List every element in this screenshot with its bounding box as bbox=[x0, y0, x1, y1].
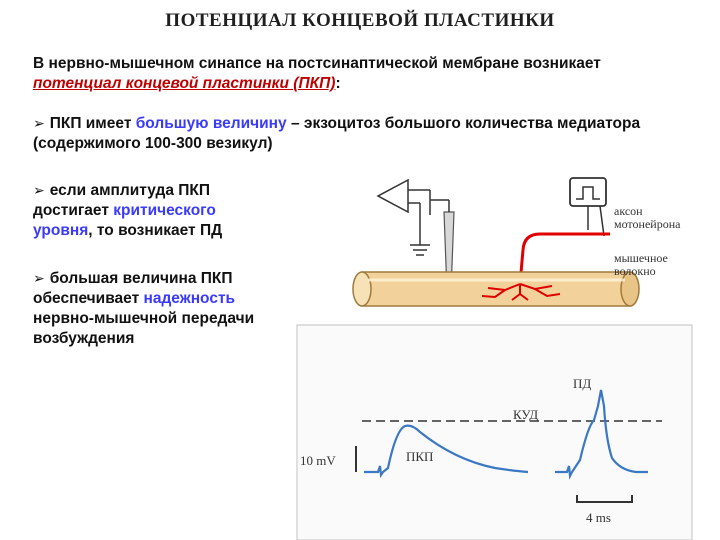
scale-ms-label: 4 ms bbox=[586, 510, 611, 525]
bullet-1-post: – экзоцитоз большого количества медиатор… bbox=[33, 115, 641, 152]
bullet-1-pre: ПКП имеет bbox=[49, 115, 136, 132]
bullet-1: ➢ПКП имеет большую величину – экзоцитоз … bbox=[33, 113, 693, 154]
bullet-3-post: нервно-мышечной передачи возбуждения bbox=[33, 310, 255, 347]
bullet-2-highlight: критического уровня bbox=[33, 202, 216, 239]
intro-term: потенциал концевой пластинки (ПКП) bbox=[33, 75, 336, 92]
bullet-arrow-icon: ➢ bbox=[33, 182, 45, 198]
bullet-2-pre: если амплитуда ПКП достигает bbox=[33, 182, 210, 219]
endplate-branches bbox=[481, 283, 561, 301]
intro-text: В нервно-мышечном синапсе на постсинапти… bbox=[33, 55, 601, 72]
stimulator-icon bbox=[569, 177, 607, 237]
intro-colon: : bbox=[335, 75, 341, 92]
bullet-2-post: , то возникает ПД bbox=[88, 222, 223, 239]
intro-paragraph: В нервно-мышечном синапсе на постсинапти… bbox=[33, 54, 693, 94]
pd-label: ПД bbox=[573, 376, 591, 391]
amplifier-icon bbox=[376, 178, 431, 256]
kud-label: КУД bbox=[513, 407, 538, 422]
page-title: ПОТЕНЦИАЛ КОНЦЕВОЙ ПЛАСТИНКИ bbox=[165, 10, 555, 31]
bullet-1-highlight: большую величину bbox=[135, 115, 287, 132]
bullet-3-highlight: надежность bbox=[143, 290, 236, 307]
bullet-2: ➢если амплитуда ПКП достигает критическо… bbox=[33, 180, 273, 241]
pkp-label: ПКП bbox=[406, 449, 433, 464]
motor-axon bbox=[518, 232, 610, 285]
bullet-3: ➢большая величина ПКП обеспечивает надеж… bbox=[33, 268, 283, 349]
bullet-arrow-icon: ➢ bbox=[33, 270, 45, 286]
recording-panel bbox=[296, 324, 693, 540]
pkp-trace bbox=[364, 424, 529, 479]
scale-bar-ms bbox=[576, 495, 633, 503]
bullet-3-pre: большая величина ПКП обеспечивает bbox=[33, 270, 233, 307]
bullet-arrow-icon: ➢ bbox=[33, 115, 45, 131]
pd-trace bbox=[555, 389, 648, 480]
scale-mv-label: 10 mV bbox=[300, 453, 336, 468]
